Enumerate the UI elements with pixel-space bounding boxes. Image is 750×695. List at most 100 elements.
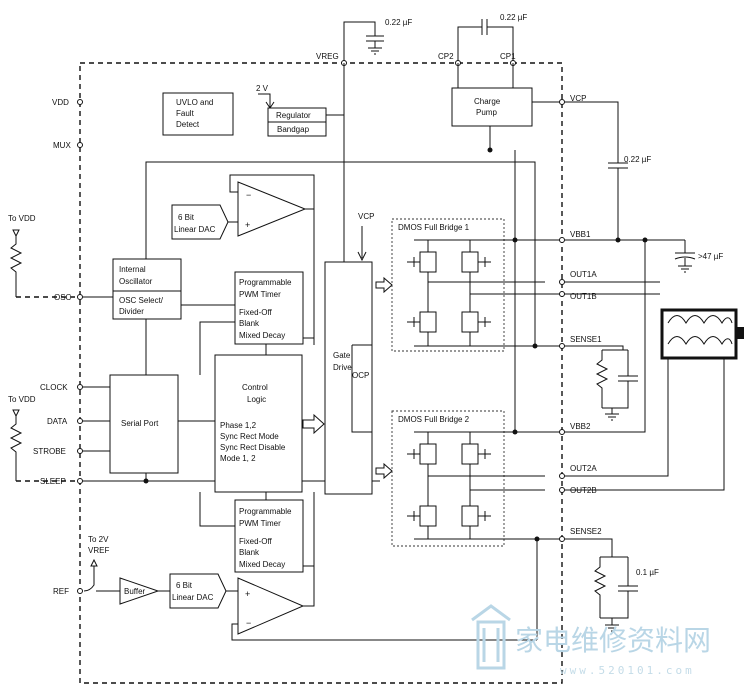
bridge2-label: DMOS Full Bridge 2: [398, 415, 470, 424]
pin-vbb1-label: VBB1: [570, 230, 591, 239]
dac-bot-line-2: Linear DAC: [172, 593, 214, 602]
dmos-bridge-2: [391, 410, 505, 547]
pin-sense2-label: SENSE2: [570, 527, 602, 536]
pin-cp2-label: CP2: [438, 52, 454, 61]
charge-pump-line-1: Charge: [474, 97, 501, 106]
uvlo-line-3: Detect: [176, 120, 200, 129]
dac-top-line-2: Linear DAC: [174, 225, 216, 234]
to-2v-label: To 2V: [88, 535, 109, 544]
bandgap-block: [267, 121, 327, 137]
ref-input: To 2V VREF: [83, 535, 109, 592]
pwm-bot-line-1: Programmable: [239, 507, 292, 516]
osc-sel-line-2: Divider: [119, 307, 144, 316]
pwm-bot-line-2: PWM Timer: [239, 519, 281, 528]
ic-boundary: [79, 62, 563, 684]
sense2-cap-label: 0.1 µF: [636, 568, 659, 577]
osc-select-block: [112, 290, 182, 320]
pwm-bot-line-4: Blank: [239, 548, 260, 557]
control-line-6: Mode 1, 2: [220, 454, 256, 463]
pin-vdd: [77, 99, 83, 105]
svg-text:+: +: [245, 220, 250, 230]
pwm-top-line-3: Fixed-Off: [239, 308, 273, 317]
pwm-bot-line-5: Mixed Decay: [239, 560, 285, 569]
osc-sel-line-1: OSC Select/: [119, 296, 164, 305]
vbb-bulk-capacitor: >47 µF: [674, 240, 723, 273]
pin-mux-label: MUX: [53, 141, 71, 150]
pin-out1a: [559, 279, 565, 285]
cp-capacitor: 0.22 µF: [457, 13, 527, 63]
sense2-network: 0.1 µF: [565, 538, 659, 632]
internal-oscillator-block: [112, 258, 182, 292]
pin-vreg-label: VREG: [316, 52, 339, 61]
pwm-top-line-1: Programmable: [239, 278, 292, 287]
pin-sense1-label: SENSE1: [570, 335, 602, 344]
vreg-capacitor: 0.22 µF: [343, 18, 412, 63]
gate-drive-line-1: Gate: [333, 351, 351, 360]
uvlo-line-1: UVLO and: [176, 98, 213, 107]
control-line-5: Sync Rect Disable: [220, 443, 286, 452]
svg-text:+: +: [245, 589, 250, 599]
pwm-top-line-2: PWM Timer: [239, 290, 281, 299]
svg-text:−: −: [246, 190, 251, 200]
pin-out2a: [559, 473, 565, 479]
watermark: 家电维修资料网 www.520101.com: [471, 604, 711, 677]
gate-drive-line-2: Drive: [333, 363, 352, 372]
pin-vcp-label: VCP: [570, 94, 586, 103]
pin-vbb2-label: VBB2: [570, 422, 591, 431]
pwm-timer-top: [234, 271, 304, 345]
pin-mux: [77, 142, 83, 148]
vcp-arrow-label: VCP: [358, 212, 374, 221]
pin-sense2: [559, 536, 565, 542]
pin-vbb2: [559, 429, 565, 435]
osc-line-1: Internal: [119, 265, 146, 274]
bridge2-fets: [407, 431, 545, 540]
pwm-top-line-4: Blank: [239, 319, 260, 328]
pin-clock: [77, 384, 83, 390]
vreg-cap-label: 0.22 µF: [385, 18, 412, 27]
comparator-bottom: [237, 577, 305, 635]
watermark-url: www.520101.com: [560, 664, 695, 677]
serial-port-label: Serial Port: [121, 419, 159, 428]
pin-out1a-label: OUT1A: [570, 270, 597, 279]
pin-data-label: DATA: [47, 417, 68, 426]
pin-strobe-label: STROBE: [33, 447, 66, 456]
osc-pullup-resistor: To VDD: [8, 214, 78, 298]
buffer-label: Buffer: [124, 587, 146, 596]
pin-out2a-label: OUT2A: [570, 464, 597, 473]
vcp-cap-label: 0.22 µF: [624, 155, 651, 164]
pin-out1b: [559, 291, 565, 297]
pin-out2b: [559, 487, 565, 493]
pin-osc: [77, 294, 83, 300]
regulator-label: Regulator: [276, 111, 311, 120]
pin-clock-label: CLOCK: [40, 383, 68, 392]
vcp-capacitor: 0.22 µF: [565, 101, 651, 240]
sleep-pullup-resistor: To VDD: [8, 395, 78, 482]
stepper-motor: [565, 281, 744, 491]
bridge1-label: DMOS Full Bridge 1: [398, 223, 470, 232]
sense1-network: [565, 345, 638, 421]
pin-ref: [77, 588, 83, 594]
pwm-bot-line-3: Fixed-Off: [239, 537, 273, 546]
cp-cap-label: 0.22 µF: [500, 13, 527, 22]
serial-port-block: [109, 374, 179, 474]
pin-vdd-label: VDD: [52, 98, 69, 107]
vref-label: VREF: [88, 546, 109, 555]
pin-out1b-label: OUT1B: [570, 292, 597, 301]
to-vdd-label-1: To VDD: [8, 214, 36, 223]
uvlo-block: [162, 92, 234, 136]
pin-cp1-label: CP1: [500, 52, 516, 61]
pin-strobe: [77, 448, 83, 454]
dac-bot-line-1: 6 Bit: [176, 581, 193, 590]
ocp-label: OCP: [352, 371, 369, 380]
control-logic-block: [214, 354, 303, 493]
pwm-top-line-5: Mixed Decay: [239, 331, 285, 340]
osc-line-2: Oscillator: [119, 277, 153, 286]
pin-sense1: [559, 343, 565, 349]
control-line-3: Phase 1,2: [220, 421, 257, 430]
control-to-gate-arrow: [302, 413, 325, 435]
bridge1-fets: [407, 239, 660, 347]
svg-text:−: −: [246, 618, 251, 628]
dac-top-line-1: 6 Bit: [178, 213, 195, 222]
bandgap-label: Bandgap: [277, 125, 310, 134]
control-line-1: Control: [242, 383, 268, 392]
